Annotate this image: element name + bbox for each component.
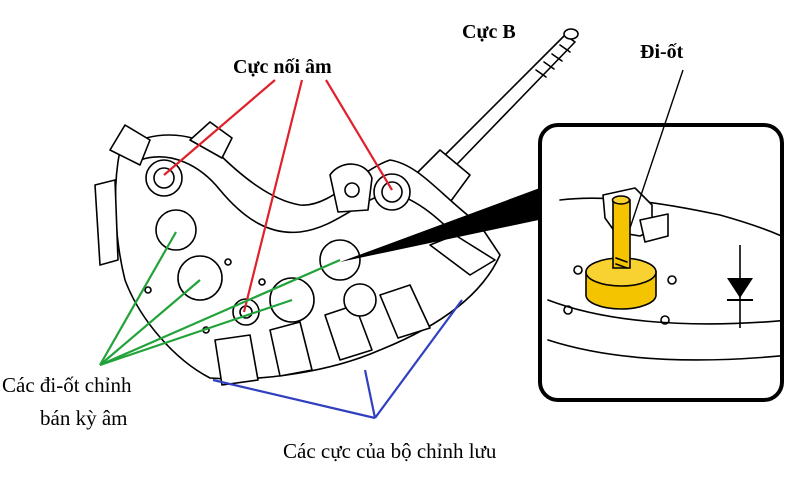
negative-diode-leaders — [99, 231, 341, 367]
b-terminal-label: Cực B — [462, 21, 516, 43]
rectifier-terminals-label: Các cực của bộ chỉnh lưu — [283, 439, 497, 463]
negative-diodes-label-line1: Các đi-ốt chỉnh — [2, 373, 132, 397]
diode-symbol-icon — [727, 245, 753, 328]
rectifier-terminal-leaders — [212, 299, 463, 420]
diode-leader — [629, 69, 684, 229]
inset-detail — [538, 123, 784, 402]
negative-terminals-label: Cực nối âm — [233, 56, 332, 78]
negative-diodes-label-line2: bán kỳ âm — [40, 406, 127, 430]
diode-label: Đi-ốt — [640, 41, 684, 63]
negative-terminal-leaders — [163, 79, 393, 313]
rectifier-holder — [94, 121, 501, 386]
zoom-wedge — [340, 185, 548, 262]
